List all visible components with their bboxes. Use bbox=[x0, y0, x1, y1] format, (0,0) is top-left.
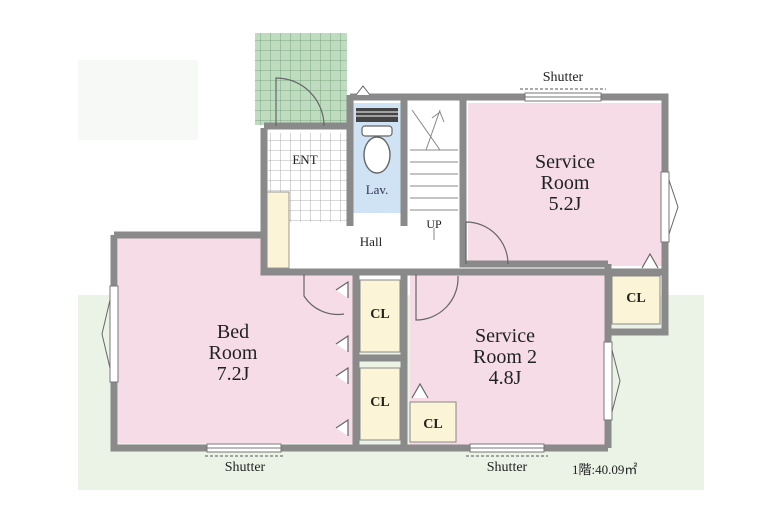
hall-label: Hall bbox=[359, 234, 383, 249]
bed-room-size: 7.2J bbox=[216, 363, 250, 385]
service-room-2-line2: Room 2 bbox=[473, 346, 537, 368]
shutter-bottom-right-label: Shutter bbox=[486, 460, 528, 475]
porch-tiles bbox=[255, 33, 347, 125]
closet-small-label: CL bbox=[423, 417, 443, 432]
service-room-2-size: 4.8J bbox=[488, 367, 522, 389]
closet-right-label: CL bbox=[626, 291, 646, 306]
bed-room-line1: Bed bbox=[216, 321, 250, 343]
shoe-cabinet bbox=[264, 191, 290, 269]
service-room-label: Service Room 5.2J bbox=[500, 152, 630, 215]
closet-lower-label: CL bbox=[370, 395, 390, 410]
closet-right-fill bbox=[611, 275, 661, 325]
floor-area-label: 1階:40.09㎡ bbox=[572, 462, 638, 477]
service-room-2-line1: Service bbox=[475, 325, 535, 347]
hall-floor bbox=[268, 222, 466, 274]
closet-upper-label: CL bbox=[370, 307, 390, 322]
entrance-label: ENT bbox=[292, 152, 318, 167]
service-room-line2: Room bbox=[540, 172, 590, 194]
shutter-bottom-left-label: Shutter bbox=[224, 460, 266, 475]
shutter-top-label: Shutter bbox=[542, 70, 584, 85]
doors bbox=[275, 77, 659, 436]
bed-room-line2: Room bbox=[208, 342, 258, 364]
service-room-size: 5.2J bbox=[548, 193, 582, 215]
toilet bbox=[356, 108, 398, 174]
windows bbox=[101, 85, 679, 457]
closet-lower-fill bbox=[359, 367, 401, 441]
service-room-line1: Service bbox=[535, 151, 595, 173]
garden-haze bbox=[78, 60, 198, 140]
closet-upper-fill bbox=[359, 279, 401, 353]
stairs bbox=[410, 109, 458, 240]
service-room-2-label: Service Room 2 4.8J bbox=[440, 326, 570, 389]
bed-room-label: Bed Room 7.2J bbox=[168, 322, 298, 385]
closet-small-fill bbox=[409, 401, 457, 443]
stairs-up-label: UP bbox=[426, 217, 442, 231]
lavatory-label: Lav. bbox=[365, 182, 389, 197]
